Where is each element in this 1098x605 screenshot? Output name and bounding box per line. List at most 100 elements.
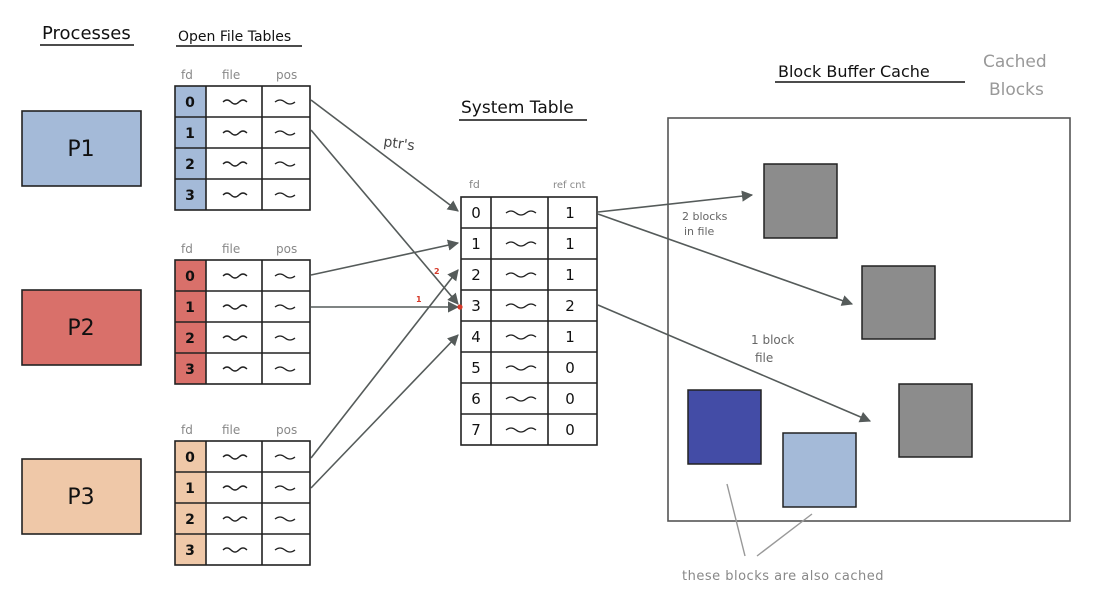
oft-header-fd: fd — [181, 423, 193, 437]
oft-header-file: file — [222, 423, 240, 437]
cached-block-3 — [898, 383, 973, 458]
ref-count-mark-1: 1 — [416, 295, 422, 304]
oft-pos-squiggle — [274, 130, 296, 136]
sys-fd-value: 4 — [471, 328, 481, 346]
sys-file-squiggle — [505, 210, 537, 216]
process-2: P2 — [21, 289, 142, 366]
oft-file-squiggle — [222, 130, 248, 136]
sys-fd-value: 3 — [471, 297, 481, 315]
oft-file-squiggle — [222, 335, 248, 341]
arrow-p1-fd0-to-sys0 — [310, 99, 459, 212]
oft-fd-value: 0 — [185, 269, 195, 285]
cache-arrows — [597, 190, 872, 423]
processes-heading: Processes — [40, 23, 134, 46]
oft-file-squiggle — [222, 366, 248, 372]
oft-file-squiggle — [222, 304, 248, 310]
svg-text:Block Buffer Cache: Block Buffer Cache — [778, 62, 930, 81]
ptrs-annotation: ptr's — [382, 134, 415, 154]
oft-pos-squiggle — [274, 454, 296, 460]
system-table-heading: System Table — [459, 98, 587, 121]
svg-text:System Table: System Table — [461, 98, 574, 118]
sys-fd-value: 6 — [471, 390, 481, 408]
oft-fd-value: 1 — [185, 481, 195, 497]
open-file-table-3: fd file pos 0 1 2 3 — [174, 423, 311, 566]
oft-header-fd: fd — [181, 242, 193, 256]
oft-header-fd: fd — [181, 68, 193, 82]
oft-pos-squiggle — [274, 99, 296, 105]
block-buffer-cache-box — [667, 117, 1071, 522]
sys-refcnt-value: 0 — [565, 421, 575, 439]
oft-file-squiggle — [222, 161, 248, 167]
oft-fd-value: 3 — [185, 543, 195, 559]
oft-file-squiggle — [222, 547, 248, 553]
oft-fd-value: 1 — [185, 126, 195, 142]
arrow-sys3-to-block3 — [597, 304, 872, 423]
oft-fd-value: 2 — [185, 331, 195, 347]
oft-fd-value: 3 — [185, 188, 195, 204]
sys-file-squiggle — [505, 365, 537, 371]
oft-file-squiggle — [222, 273, 248, 279]
oft-fd-value: 2 — [185, 157, 195, 173]
oft-header-file: file — [222, 242, 240, 256]
oft-pos-squiggle — [274, 366, 296, 372]
cached-blocks-label-line1: Cached — [983, 52, 1047, 72]
also-cached-annotation: these blocks are also cached — [682, 569, 884, 584]
oft-file-squiggle — [222, 485, 248, 491]
two-blocks-annotation-line1: 2 blocks — [682, 210, 728, 223]
oft-fd-value: 0 — [185, 95, 195, 111]
cached-block-1 — [763, 163, 838, 239]
sys-fd-value: 1 — [471, 235, 481, 253]
svg-text:Open File Tables: Open File Tables — [178, 29, 291, 45]
process-box — [21, 289, 142, 366]
oft-pos-squiggle — [274, 161, 296, 167]
open-file-tables-heading: Open File Tables — [176, 29, 302, 47]
sys-refcnt-value: 1 — [565, 328, 575, 346]
oft-pos-squiggle — [274, 273, 296, 279]
process-label: P2 — [67, 316, 94, 341]
arrow-p2-fd0-to-sys1 — [310, 239, 460, 276]
oft-pos-squiggle — [274, 485, 296, 491]
oft-fd-value: 2 — [185, 512, 195, 528]
sys-fd-value: 7 — [471, 421, 481, 439]
shared-entry-dot — [457, 304, 463, 310]
oft-file-squiggle — [222, 99, 248, 105]
also-cached-pointer-left — [726, 483, 746, 557]
open-file-table-1: fd file pos 0 1 2 3 — [174, 68, 311, 211]
arrow-p1-fd1-to-sys3 — [310, 129, 459, 305]
process-box — [21, 458, 142, 535]
oft-pos-squiggle — [274, 547, 296, 553]
oft-header-pos: pos — [276, 423, 297, 437]
one-block-annotation-line2: file — [755, 351, 773, 365]
oft-header-pos: pos — [276, 68, 297, 82]
arrow-p3-fd0-to-sys2 — [310, 269, 459, 459]
one-block-annotation-line1: 1 block — [751, 333, 794, 347]
sys-fd-value: 0 — [471, 204, 481, 222]
oft-fd-value: 3 — [185, 362, 195, 378]
also-cached-pointer-right — [756, 513, 813, 557]
sys-header-fd: fd — [469, 178, 480, 191]
sys-header-refcnt: ref cnt — [553, 180, 586, 191]
arrow-sys0-to-block1 — [597, 190, 754, 213]
oft-pos-squiggle — [274, 192, 296, 198]
oft-header-file: file — [222, 68, 240, 82]
sys-refcnt-value: 1 — [565, 266, 575, 284]
sys-refcnt-value: 0 — [565, 390, 575, 408]
process-3: P3 — [21, 458, 142, 535]
sys-fd-value: 2 — [471, 266, 481, 284]
oft-pos-squiggle — [274, 516, 296, 522]
oft-fd-value: 0 — [185, 450, 195, 466]
oft-header-pos: pos — [276, 242, 297, 256]
sys-refcnt-value: 0 — [565, 359, 575, 377]
block-buffer-cache-heading: Block Buffer Cache — [775, 62, 965, 83]
sys-file-squiggle — [505, 427, 537, 433]
oft-file-squiggle — [222, 192, 248, 198]
arrow-sys0-to-block2 — [597, 213, 854, 306]
